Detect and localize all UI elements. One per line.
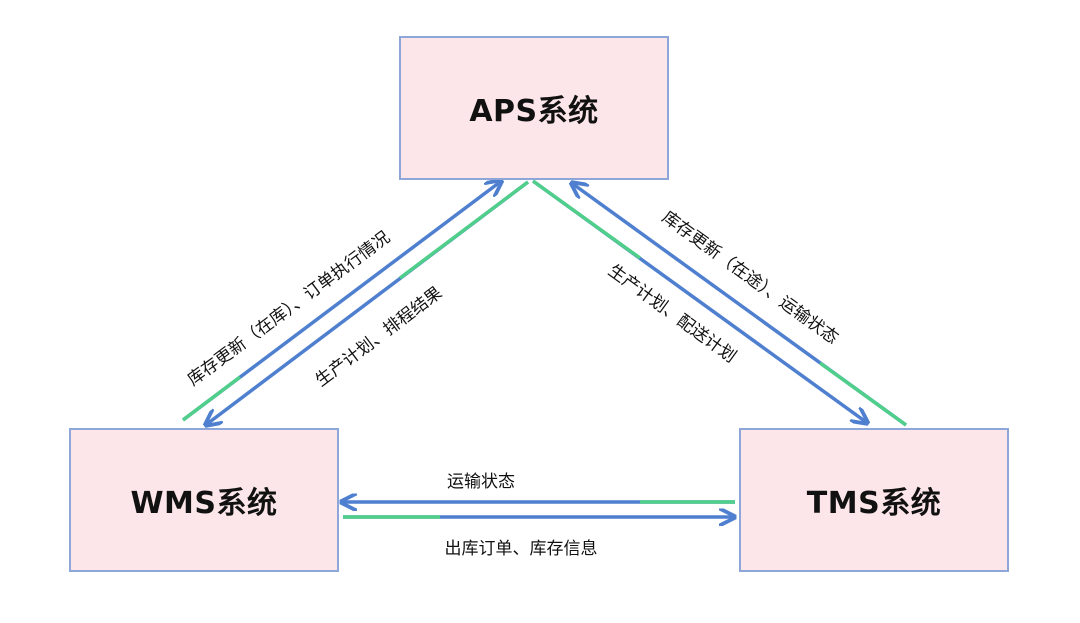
edge-label-wms-to-tms: 出库订单、库存信息 bbox=[445, 539, 598, 559]
tms-system-box: TMS系统 bbox=[739, 428, 1009, 572]
arrow-tms-to-aps-tail bbox=[818, 361, 908, 427]
wms-system-box: WMS系统 bbox=[69, 428, 339, 572]
tms-system-label: TMS系统 bbox=[806, 486, 942, 521]
arrow-aps-to-tms-tail bbox=[531, 179, 642, 260]
aps-system-label: APS系统 bbox=[469, 94, 599, 129]
arrow-aps-to-wms-tail bbox=[398, 180, 530, 280]
wms-system-label: WMS系统 bbox=[130, 486, 278, 521]
edge-label-tms-to-wms: 运输状态 bbox=[447, 472, 515, 492]
aps-system-box: APS系统 bbox=[399, 36, 669, 180]
edge-label-aps-to-wms: 生产计划、排程结果 bbox=[312, 283, 446, 391]
edge-label-wms-to-aps: 库存更新（在库）、订单执行情况 bbox=[184, 228, 394, 391]
arrow-wms-to-aps-tail bbox=[181, 375, 242, 422]
